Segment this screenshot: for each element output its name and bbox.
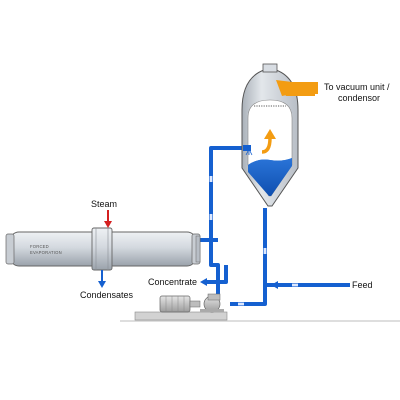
concentrate-label: Concentrate	[148, 277, 197, 287]
pump-base-plate	[134, 311, 228, 321]
exchanger-label-line2: EVAPORATION	[30, 250, 62, 255]
vapor-outlet-duct	[276, 80, 318, 96]
heat-exchanger: FORCED EVAPORATION	[5, 227, 201, 271]
curved-up-arrow-icon	[261, 137, 272, 154]
feed-label: Feed	[352, 280, 373, 290]
circulation-pipe-to-separator	[209, 146, 245, 300]
vapor-arrowhead	[264, 129, 276, 139]
exchanger-label-line1: FORCED	[30, 244, 49, 249]
vacuum-label-line1: To vacuum unit /	[324, 82, 390, 92]
condensates-label: Condensates	[80, 290, 134, 300]
concentrate-pipe	[206, 265, 228, 284]
circulation-pump	[159, 293, 224, 313]
concentrate-arrowhead	[200, 278, 207, 286]
feed-arrowhead-icon	[271, 281, 278, 289]
flow-direction-arrow-icon	[209, 176, 298, 306]
steam-label: Steam	[91, 199, 117, 209]
steam-arrowhead	[104, 221, 112, 228]
vacuum-label-line2: condensor	[338, 93, 380, 103]
pump-motor	[159, 295, 191, 313]
separator-bottom-pipe	[230, 208, 267, 306]
inlet-nozzle	[243, 145, 251, 151]
condensates-arrowhead	[98, 281, 106, 288]
